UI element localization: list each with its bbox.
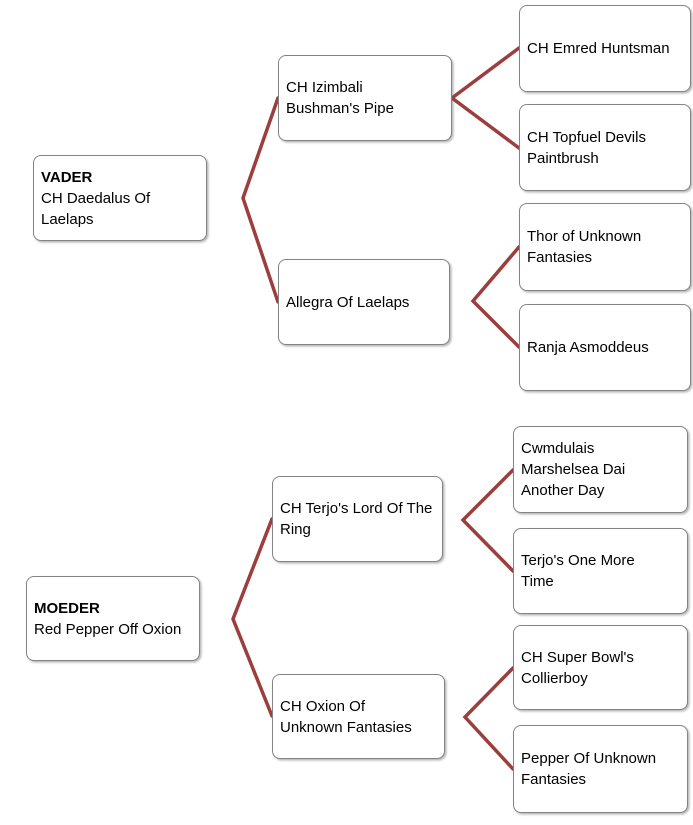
node-allegra-name: Allegra Of Laelaps: [286, 293, 410, 311]
node-izimbali: CH Izimbali Bushman's Pipe: [278, 55, 452, 141]
node-cwmdulais: Cwmdulais Marshelsea Dai Another Day: [513, 426, 688, 513]
connector-izimbali-children: [449, 46, 521, 150]
node-emred-name: CH Emred Huntsman: [527, 40, 670, 57]
connector-oxion-children: [462, 666, 515, 771]
node-vader-role: VADER: [41, 168, 93, 186]
node-topfuel: CH Topfuel Devils Paintbrush: [519, 104, 691, 191]
connector-terjo-lord-children: [460, 468, 515, 573]
node-terjo-one-more-name: Terjo's One More Time: [521, 552, 635, 590]
node-oxion: CH Oxion Of Unknown Fantasies: [272, 674, 445, 759]
node-ranja-name: Ranja Asmoddeus: [527, 339, 649, 356]
connector-vader-children: [241, 96, 280, 304]
node-terjo-one-more: Terjo's One More Time: [513, 528, 688, 614]
node-oxion-name: CH Oxion Of Unknown Fantasies: [280, 697, 412, 736]
node-ranja: Ranja Asmoddeus: [519, 304, 691, 391]
node-vader-name: CH Daedalus Of Laelaps: [41, 189, 151, 228]
node-superbowl-name: CH Super Bowl's Collierboy: [521, 648, 634, 687]
node-izimbali-name: CH Izimbali Bushman's Pipe: [286, 79, 394, 117]
node-emred: CH Emred Huntsman: [519, 5, 691, 92]
node-moeder-name: Red Pepper Off Oxion: [34, 620, 182, 638]
node-allegra: Allegra Of Laelaps: [278, 259, 450, 345]
node-cwmdulais-name: Cwmdulais Marshelsea Dai Another Day: [521, 440, 626, 499]
node-moeder-role: MOEDER: [34, 599, 100, 617]
node-pepper-name: Pepper Of Unknown Fantasies: [521, 750, 657, 788]
connector-moeder-children: [231, 517, 274, 718]
node-moeder: MOEDER Red Pepper Off Oxion: [26, 576, 200, 661]
node-vader: VADER CH Daedalus Of Laelaps: [33, 155, 207, 241]
connector-allegra-children: [470, 245, 521, 349]
node-superbowl: CH Super Bowl's Collierboy: [513, 625, 688, 710]
node-thor-name: Thor of Unknown Fantasies: [527, 228, 642, 266]
node-terjo-lord-name: CH Terjo's Lord Of The Ring: [280, 500, 433, 538]
node-thor: Thor of Unknown Fantasies: [519, 203, 691, 291]
node-terjo-lord: CH Terjo's Lord Of The Ring: [272, 476, 443, 562]
node-topfuel-name: CH Topfuel Devils Paintbrush: [527, 128, 646, 167]
node-pepper: Pepper Of Unknown Fantasies: [513, 725, 688, 813]
